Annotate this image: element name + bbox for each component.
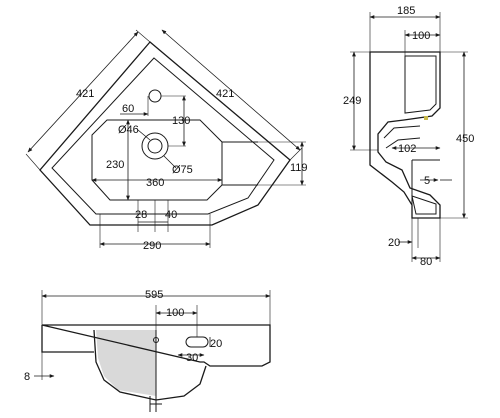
label-slot-width: 30 [186,352,198,364]
label-overall-height: 450 [456,133,474,145]
side-view-bowl-curve [404,55,437,114]
front-view-tap-hole [153,337,159,343]
label-tap-offset: 60 [122,103,134,115]
front-view: 595 100 20 30 8 [24,289,271,412]
label-trap-gap: 5 [424,175,430,187]
front-view-basin-shading [96,330,156,396]
label-tap-hole: Ø46 [118,124,139,136]
front-view-overflow-slot [185,336,209,348]
label-side-left: 421 [76,88,94,100]
label-slot-height: 20 [210,338,222,350]
label-front-right: 40 [165,209,177,221]
label-overall-width: 595 [145,289,163,301]
dim-line-side-right [161,29,301,151]
front-view-top-slab [41,324,271,367]
tap-hole [148,89,162,103]
label-bowl-width: 360 [146,177,164,189]
label-right-edge: 119 [290,162,308,174]
front-view-bowl-outline [93,329,207,401]
label-side-right: 421 [216,88,234,100]
side-view: 185 100 249 450 102 5 20 80 [343,5,474,268]
top-view: 421 421 60 130 Ø46 Ø75 230 119 360 28 40… [25,29,308,252]
label-front-width: 290 [143,240,161,252]
label-depth-total: 185 [397,5,415,17]
side-view-overflow-marker [424,116,428,120]
label-front-left: 28 [135,209,147,221]
top-view-right-panel [222,141,258,186]
label-waste-offset: 102 [398,143,416,155]
label-base-width: 80 [420,256,432,268]
label-lip-height: 8 [24,371,30,383]
label-depth-inner: 100 [412,30,430,42]
label-tap-offset-front: 100 [166,307,184,319]
top-view-outer-outline [39,41,291,226]
dim-line-side-left [27,31,139,153]
label-bowl-depth: 249 [343,95,361,107]
waste-inner-ring [147,138,163,154]
top-view-inner-rim [51,57,275,215]
label-waste-hole: Ø75 [172,164,193,176]
label-wall-gap: 20 [388,237,400,249]
label-tap-height: 130 [172,115,190,127]
label-bowl-height: 230 [106,159,124,171]
